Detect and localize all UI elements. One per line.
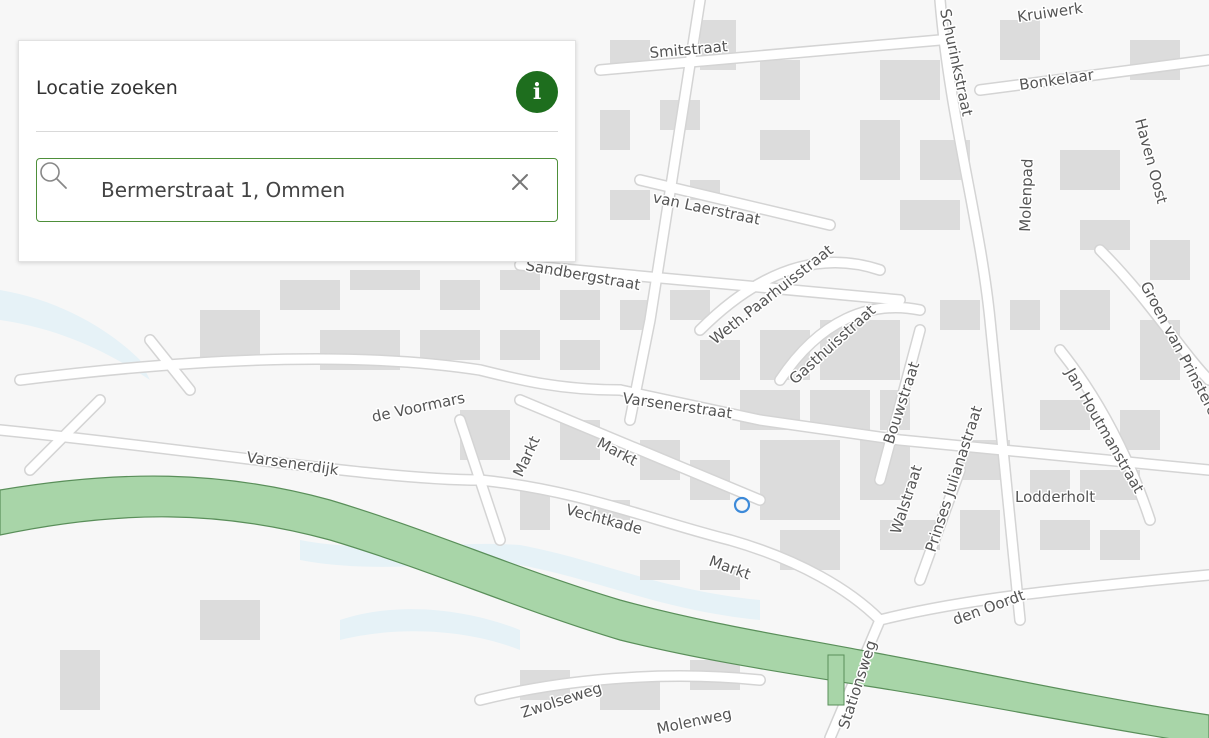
green-zone-connector xyxy=(827,654,845,706)
label-kruiwerk: Kruiwerk xyxy=(1016,0,1084,26)
label-molenweg: Molenweg xyxy=(655,704,733,737)
label-haven-oost: Haven Oost xyxy=(1131,116,1171,205)
label-lodderholt: Lodderholt xyxy=(1015,488,1095,506)
search-input[interactable] xyxy=(101,171,501,209)
info-icon: i xyxy=(532,79,542,105)
divider xyxy=(36,131,558,132)
location-marker[interactable] xyxy=(733,496,751,514)
label-varsenerstraat: Varsenerstraat xyxy=(621,389,733,422)
close-icon xyxy=(512,174,528,190)
label-varsenerdijk: Varsenerdijk xyxy=(245,448,340,479)
location-search-panel: Locatie zoeken i xyxy=(18,40,576,262)
info-button[interactable]: i xyxy=(516,71,558,113)
label-bonkelaar: Bonkelaar xyxy=(1018,66,1096,94)
label-de-voormars: de Voormars xyxy=(370,389,467,426)
label-markt-1: Markt xyxy=(509,433,543,480)
clear-search-button[interactable] xyxy=(511,173,545,207)
panel-title: Locatie zoeken xyxy=(36,77,178,99)
search-icon xyxy=(40,162,67,189)
green-zone xyxy=(0,475,1209,738)
search-box[interactable] xyxy=(36,158,558,222)
buildings xyxy=(60,20,1190,710)
label-molenpad: Molenpad xyxy=(1016,158,1037,232)
